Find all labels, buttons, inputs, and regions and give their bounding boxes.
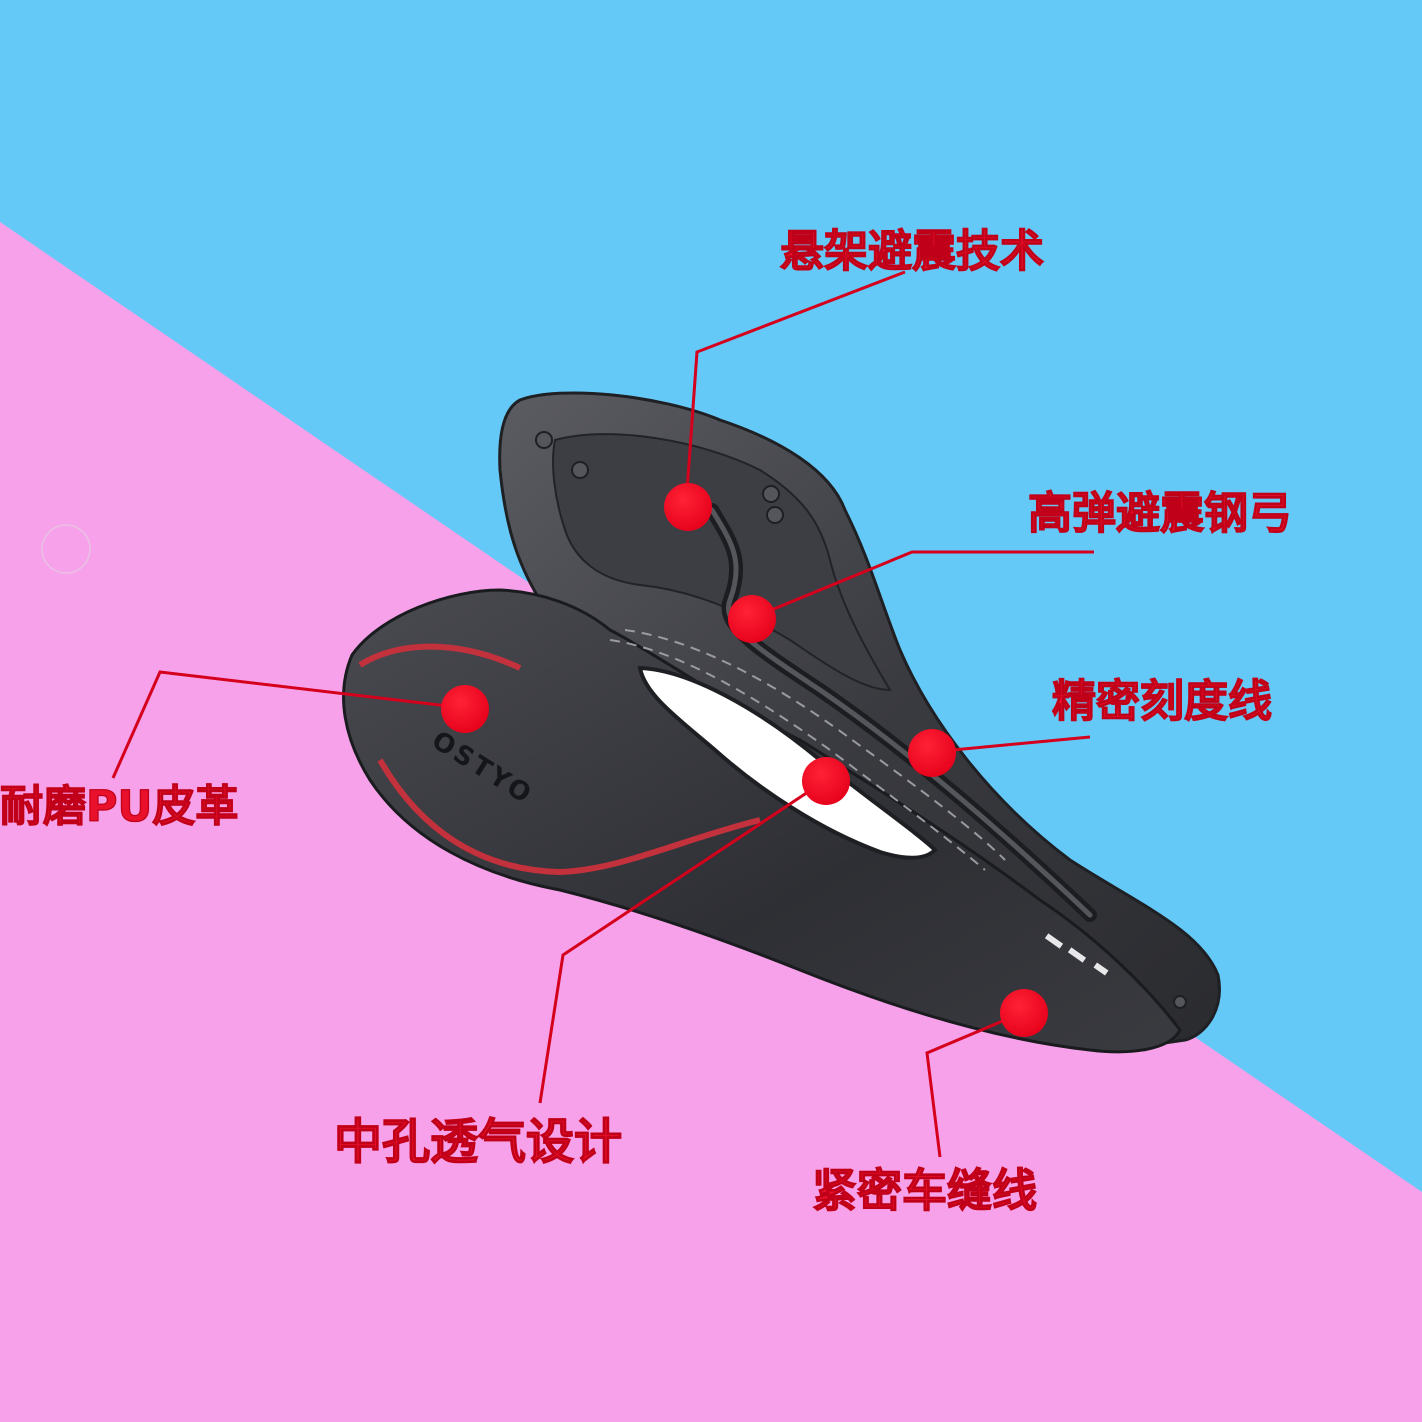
marker-dot-rails — [728, 595, 776, 643]
red-swoosh — [358, 643, 522, 671]
red-swoosh — [377, 758, 761, 876]
leader-suspension — [684, 270, 906, 506]
screw-icon — [535, 431, 553, 449]
callout-scale-lines: 精密刻度线 — [1051, 676, 1272, 727]
callout-stitching: 紧密车缝线 — [811, 1164, 1038, 1217]
stitching-line — [609, 639, 986, 871]
faint-circle-mark — [41, 524, 91, 574]
leader-scale — [931, 735, 1091, 754]
screw-icon — [762, 485, 780, 503]
stitching-line — [624, 629, 1006, 861]
marker-dot-leather — [441, 685, 489, 733]
screw-icon — [571, 461, 589, 479]
leader-lines — [111, 270, 1094, 1158]
callout-cutout: 中孔透气设计 — [333, 1114, 623, 1170]
marker-dot-cutout — [802, 757, 850, 805]
screw-icon — [766, 506, 784, 524]
saddle-shell-recess — [552, 433, 892, 692]
leader-leather — [111, 670, 466, 779]
marker-dot-suspension — [664, 483, 712, 531]
center-cutout — [637, 665, 938, 860]
steel-rail — [709, 507, 1093, 918]
leader-cutout — [538, 778, 827, 1104]
saddle-top-surface — [342, 588, 1182, 1054]
screw-icon — [1173, 995, 1187, 1009]
tail-markings — [1044, 933, 1109, 976]
leader-rails — [751, 550, 1094, 620]
callout-leather: 耐磨PU皮革 — [0, 782, 239, 832]
marker-dot-stitch — [1000, 989, 1048, 1037]
leader-stitch — [925, 1010, 1025, 1158]
callout-rails: 高弹避震钢弓 — [1027, 488, 1292, 539]
callout-suspension: 悬架避震技术 — [779, 226, 1044, 277]
marker-dot-scale — [908, 729, 956, 777]
